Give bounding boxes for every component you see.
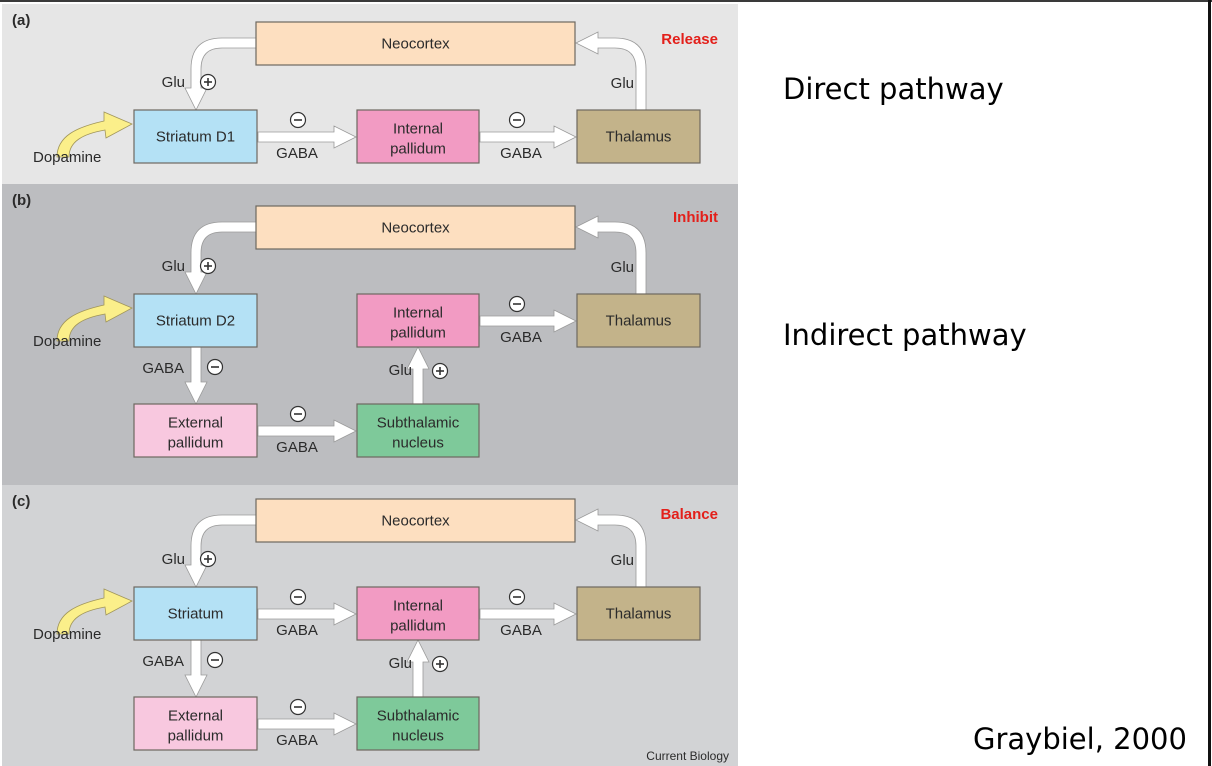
panel-a-glu-cortex-label: Glu	[162, 74, 185, 91]
panel-c-arrow-gpe-stn	[257, 712, 357, 736]
panel-b-dopamine-label: Dopamine	[33, 333, 101, 350]
panel-c-subthalamic-box-label-line2: nucleus	[392, 728, 444, 745]
panel-a-dopamine-label: Dopamine	[33, 149, 101, 166]
panel-c-subthalamic-box-label-line1: Subthalamic	[377, 708, 460, 725]
panel-b-external-pallidum-box-label-line2: pallidum	[168, 435, 224, 452]
panel-a-thalamus-box	[576, 109, 701, 164]
panel-b-striatum-box	[133, 293, 258, 348]
panel-c-dopamine-arrow	[56, 588, 133, 635]
panel-c-striatum-box	[133, 586, 258, 641]
panel-c-state-label: Balance	[660, 506, 718, 523]
panel-b-internal-pallidum-box-label-line1: Internal	[393, 305, 443, 322]
panel-b-arrow-cortex-striatum	[184, 221, 257, 295]
panel-a-arrow-gpi-thalamus	[479, 125, 577, 149]
panel-a-gaba-gpi-thalamus-label: GABA	[500, 145, 542, 162]
panel-c-internal-pallidum-box	[356, 586, 480, 641]
panel-c-neocortex-box-label: Neocortex	[381, 513, 450, 530]
panel-c-external-pallidum-box-label-line2: pallidum	[168, 728, 224, 745]
panel-b-striatum-box-label: Striatum D2	[156, 313, 235, 330]
panel-b-thalamus-box	[576, 293, 701, 348]
citation-label: Graybiel, 2000	[973, 722, 1187, 756]
panel-c-arrow-striatum-gpi	[257, 602, 357, 626]
panel-b-internal-pallidum-box	[356, 293, 480, 348]
panel-a-internal-pallidum-box-label-line1: Internal	[393, 121, 443, 138]
panel-b-external-pallidum-box-label-line1: External	[168, 415, 223, 432]
panel-b-thalamus-box-label: Thalamus	[606, 313, 672, 330]
panel-c-glu-thalamus-label: Glu	[611, 552, 634, 569]
panel-c-arrow-stn-gpi	[406, 639, 430, 698]
panel-b-gaba-gpe-stn-label: GABA	[276, 439, 318, 456]
panel-b-label: (b)	[12, 192, 31, 209]
panel-a-striatum-box	[133, 109, 258, 164]
panel-a-neocortex-box	[255, 21, 576, 66]
panel-a-glu-thalamus-label: Glu	[611, 75, 634, 92]
panel-a-internal-pallidum-box	[356, 109, 480, 164]
panel-c-thalamus-box-label: Thalamus	[606, 606, 672, 623]
panel-a-arrow-thalamus-cortex	[575, 31, 647, 111]
panel-c-thalamus-box	[576, 586, 701, 641]
panel-c-external-pallidum-box	[133, 696, 258, 751]
panel-b-internal-pallidum-box-label-line2: pallidum	[390, 325, 446, 342]
panel-c-gaba-striatum-gpe-label: GABA	[142, 653, 184, 670]
panel-c-label: (c)	[12, 493, 30, 510]
panel-b-subthalamic-box-label-line2: nucleus	[392, 435, 444, 452]
panel-b-arrow-striatum-gpe	[184, 346, 208, 405]
panel-c-arrow-thalamus-cortex	[575, 508, 647, 588]
panel-a-dopamine-arrow	[56, 111, 133, 158]
panel-c-striatum-box-label: Striatum	[168, 606, 224, 623]
panel-a-label: (a)	[12, 12, 30, 29]
panel-b-glu-thalamus-label: Glu	[611, 259, 634, 276]
top-border	[0, 0, 1212, 2]
panel-b-dopamine-arrow	[56, 295, 133, 342]
panel-b-subthalamic-box-label-line1: Subthalamic	[377, 415, 460, 432]
panel-c-glu-stn-gpi-label: Glu	[389, 655, 412, 672]
right-border	[1208, 0, 1211, 766]
panel-a-gaba-striatum-gpi-label: GABA	[276, 145, 318, 162]
panel-b-arrow-gpi-thalamus	[479, 309, 577, 333]
panel-a-thalamus-box-label: Thalamus	[606, 129, 672, 146]
panel-c-arrow-gpi-thalamus	[479, 602, 577, 626]
panel-c-gaba-gpi-thalamus-label: GABA	[500, 622, 542, 639]
panel-a-striatum-box-label: Striatum D1	[156, 129, 235, 146]
panel-b-neocortex-box-label: Neocortex	[381, 220, 450, 237]
panel-b-state-label: Inhibit	[673, 209, 718, 226]
panel-b-arrow-stn-gpi	[406, 346, 430, 405]
panel-b-external-pallidum-box	[133, 403, 258, 458]
panel-a-arrow-cortex-striatum	[184, 37, 257, 111]
indirect-pathway-label: Indirect pathway	[783, 318, 1027, 352]
panel-a-neocortex-box-label: Neocortex	[381, 36, 450, 53]
panel-b-glu-stn-gpi-label: Glu	[389, 362, 412, 379]
panel-c-subthalamic-box	[356, 696, 480, 751]
panel-c-gaba-striatum-gpi-label: GABA	[276, 622, 318, 639]
panel-c-dopamine-label: Dopamine	[33, 626, 101, 643]
panel-a-arrow-striatum-gpi	[257, 125, 357, 149]
direct-pathway-label: Direct pathway	[783, 72, 1004, 106]
panel-b-gaba-gpi-thalamus-label: GABA	[500, 329, 542, 346]
panel-c-neocortex-box	[255, 498, 576, 543]
panel-c-arrow-striatum-gpe	[184, 639, 208, 698]
panel-a-state-label: Release	[661, 31, 718, 48]
panel-c-arrow-cortex-striatum	[184, 514, 257, 588]
panel-a-internal-pallidum-box-label-line2: pallidum	[390, 141, 446, 158]
panel-c-internal-pallidum-box-label-line1: Internal	[393, 598, 443, 615]
panel-b-arrow-gpe-stn	[257, 419, 357, 443]
panel-c-gaba-gpe-stn-label: GABA	[276, 732, 318, 749]
panel-c-internal-pallidum-box-label-line2: pallidum	[390, 618, 446, 635]
panel-c-external-pallidum-box-label-line1: External	[168, 708, 223, 725]
panel-b-arrow-thalamus-cortex	[575, 215, 647, 295]
panel-b-glu-cortex-label: Glu	[162, 258, 185, 275]
panel-b-gaba-striatum-gpe-label: GABA	[142, 360, 184, 377]
panel-b-neocortex-box	[255, 205, 576, 250]
panel-c-glu-cortex-label: Glu	[162, 551, 185, 568]
journal-credit: Current Biology	[646, 749, 729, 763]
panel-b-subthalamic-box	[356, 403, 480, 458]
